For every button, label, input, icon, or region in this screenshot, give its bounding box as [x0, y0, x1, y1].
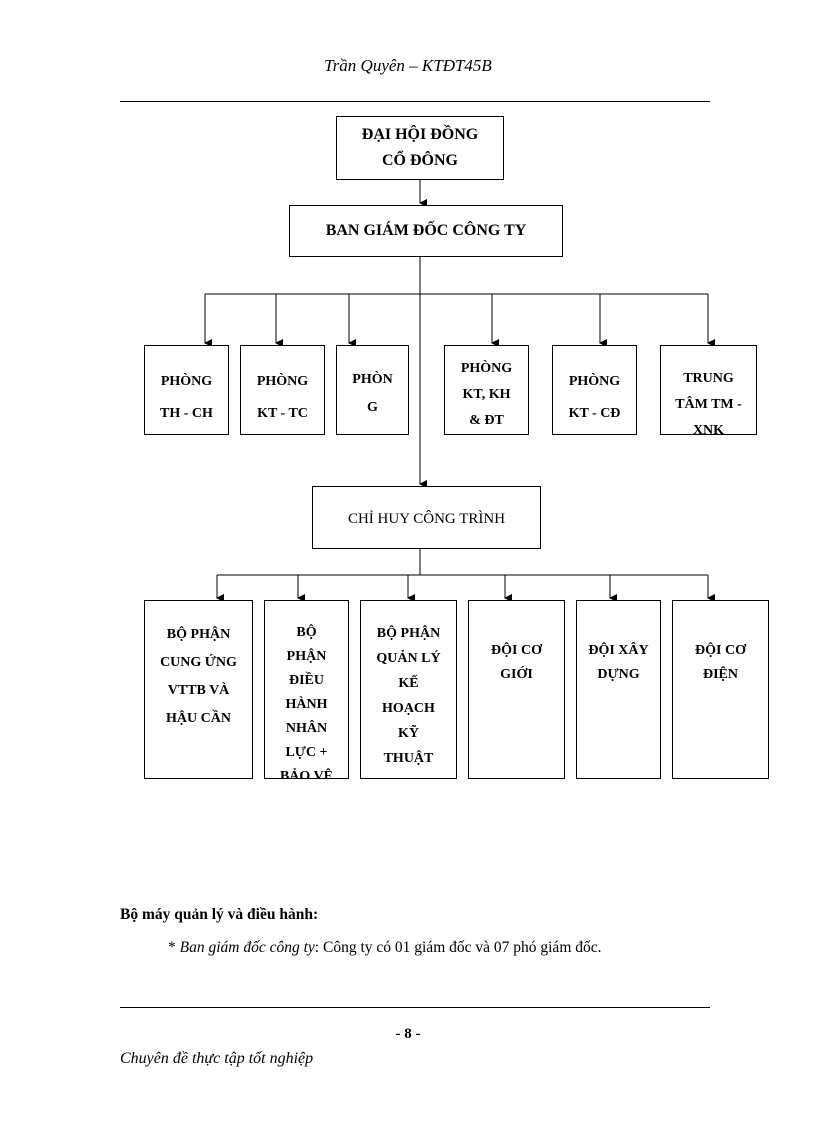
unit-box-hr-security: BỘ PHẬN ĐIỀU HÀNH NHÂN LỰC + BẢO VỆ — [264, 600, 349, 779]
box-line: KT - TC — [257, 406, 308, 421]
box-line: TÂM TM - — [675, 397, 742, 412]
box-line: THUẬT — [383, 751, 434, 766]
box-line: CUNG ỨNG — [160, 655, 237, 670]
box-line: PHÒN — [352, 372, 393, 387]
box-line: PHÒNG — [160, 374, 213, 389]
board-of-directors-box: BAN GIÁM ĐỐC CÔNG TY — [289, 205, 563, 257]
construction-command-box: CHỈ HUY CÔNG TRÌNH — [312, 486, 541, 549]
box-line: BỘ — [296, 625, 317, 640]
page-number: - 8 - — [395, 1026, 421, 1042]
unit-box-supply: BỘ PHẬN CUNG ỨNG VTTB VÀ HẬU CẦN — [144, 600, 253, 779]
box-line: KẾ — [398, 676, 419, 691]
box-line: ĐỘI CƠ — [695, 643, 746, 658]
department-box-kt-kh-dt: PHÒNG KT, KH & ĐT — [444, 345, 529, 435]
unit-box-construction-team: ĐỘI XÂY DỰNG — [576, 600, 661, 779]
box-line: BỘ PHẬN — [376, 626, 441, 641]
box-line: PHÒNG — [256, 374, 309, 389]
header-rule — [120, 101, 710, 102]
department-box-phong: PHÒN G — [336, 345, 409, 435]
box-line: KT - CĐ — [568, 406, 621, 421]
box-line: BAN GIÁM ĐỐC CÔNG TY — [325, 222, 527, 239]
box-line: PHÒNG — [460, 361, 513, 376]
paragraph: * Ban giám đốc công ty: Công ty có 01 gi… — [168, 934, 708, 962]
shareholders-meeting-box: ĐẠI HỘI ĐỒNG CỔ ĐÔNG — [336, 116, 504, 180]
box-line: PHẬN — [286, 649, 327, 664]
box-line: NHÂN — [285, 721, 328, 736]
box-line: & ĐT — [469, 413, 504, 428]
footer-text: Chuyên đề thực tập tốt nghiệp — [120, 1050, 314, 1067]
department-box-th-ch: PHÒNG TH - CH — [144, 345, 229, 435]
box-line: ĐỘI CƠ — [491, 643, 542, 658]
box-line: ĐẠI HỘI ĐỒNG — [361, 126, 479, 143]
box-line: BẢO VỆ — [279, 769, 334, 779]
box-line: HOẠCH — [382, 701, 435, 716]
box-line: PHÒNG — [568, 374, 621, 389]
box-line: HÀNH — [285, 697, 328, 712]
bullet-marker: * — [168, 939, 176, 956]
box-line: DỰNG — [597, 667, 640, 682]
box-line: VTTB VÀ — [167, 683, 230, 698]
header-title: Trần Quyên – KTĐT45B — [324, 56, 492, 75]
footer-rule — [120, 1007, 710, 1008]
box-line: ĐIỆN — [702, 667, 738, 682]
department-box-trade-center: TRUNG TÂM TM - XNK — [660, 345, 757, 435]
box-line: GIỚI — [500, 667, 533, 682]
box-line: XNK — [692, 423, 725, 435]
item-label: Ban giám đốc công ty — [179, 939, 315, 956]
org-chart-connectors — [204, 180, 715, 602]
unit-box-planning: BỘ PHẬN QUẢN LÝ KẾ HOẠCH KỸ THUẬT — [360, 600, 457, 779]
box-line: CHỈ HUY CÔNG TRÌNH — [347, 511, 506, 527]
box-line: KT, KH — [462, 387, 511, 402]
box-line: BỘ PHẬN — [166, 627, 231, 642]
box-line: G — [367, 400, 378, 415]
box-line: ĐỘI XÂY — [588, 643, 649, 658]
unit-box-mechanical-team: ĐỘI CƠ GIỚI — [468, 600, 565, 779]
box-line: CỔ ĐÔNG — [382, 152, 458, 169]
box-line: KỸ — [398, 726, 419, 741]
box-line: LỰC + — [285, 745, 328, 760]
department-box-kt-cd: PHÒNG KT - CĐ — [552, 345, 637, 435]
item-text: : Công ty có 01 giám đốc và 07 phó giám … — [314, 939, 602, 956]
box-line: QUẢN LÝ — [376, 651, 441, 666]
box-line: TH - CH — [160, 406, 213, 421]
department-box-kt-tc: PHÒNG KT - TC — [240, 345, 325, 435]
box-line: ĐIỀU — [288, 673, 324, 688]
box-line: HẬU CẦN — [166, 711, 231, 726]
box-line: TRUNG — [683, 371, 734, 386]
unit-box-electrical-team: ĐỘI CƠ ĐIỆN — [672, 600, 769, 779]
section-heading: Bộ máy quản lý và điều hành: — [120, 906, 319, 923]
